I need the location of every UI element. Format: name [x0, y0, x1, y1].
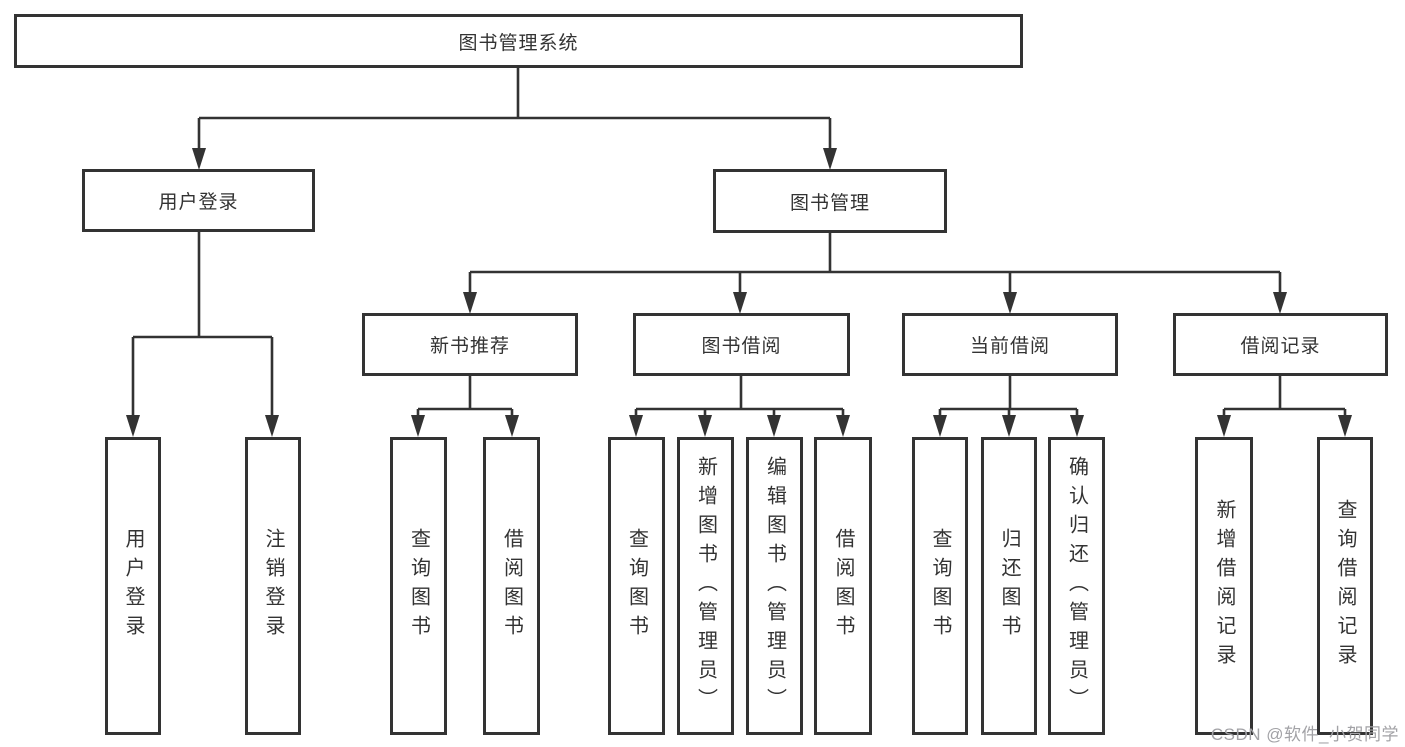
leaf-borrowing-borrow-books-label: 借阅图书 — [832, 528, 854, 644]
leaf-borrowing-query-books: 查询图书 — [608, 437, 665, 735]
arrowhead — [698, 415, 712, 437]
arrowhead — [1217, 415, 1231, 437]
leaf-user-login: 用户登录 — [105, 437, 161, 735]
node-current-borrowing: 当前借阅 — [902, 313, 1118, 376]
leaf-query-borrow-record-label: 查询借阅记录 — [1334, 499, 1356, 673]
arrowhead — [411, 415, 425, 437]
leaf-recommend-query-books: 查询图书 — [390, 437, 447, 735]
node-book-management-label: 图书管理 — [789, 192, 870, 214]
arrowhead — [265, 415, 279, 437]
leaf-borrowing-query-books-label: 查询图书 — [625, 528, 648, 644]
leaf-add-borrow-record-label: 新增借阅记录 — [1213, 499, 1235, 673]
arrowhead — [192, 148, 206, 170]
node-user-login-label: 用户登录 — [158, 192, 239, 213]
leaf-return-books: 归还图书 — [981, 437, 1037, 735]
node-current-borrowing-label: 当前借阅 — [969, 336, 1050, 357]
leaf-logout-login: 注销登录 — [245, 437, 301, 735]
leaf-add-books-admin-label: 新增图书（管理员） — [694, 455, 717, 717]
node-book-borrowing: 图书借阅 — [633, 313, 850, 376]
arrowhead — [823, 148, 837, 170]
arrowheads — [126, 148, 1352, 437]
arrowhead — [1338, 415, 1352, 437]
leaf-recommend-borrow-books: 借阅图书 — [483, 437, 540, 735]
leaf-query-borrow-record: 查询借阅记录 — [1317, 437, 1373, 735]
connector-user-login-to-leaves — [131, 232, 274, 420]
leaf-recommend-borrow-books-label: 借阅图书 — [500, 528, 523, 644]
node-borrowing-records-label: 借阅记录 — [1240, 336, 1321, 357]
connector-book-management-to-level3 — [468, 233, 1282, 296]
leaf-edit-books-admin: 编辑图书（管理员） — [746, 437, 803, 735]
leaf-return-books-label: 归还图书 — [998, 528, 1020, 644]
leaf-borrowing-borrow-books: 借阅图书 — [814, 437, 872, 735]
arrowhead — [505, 415, 519, 437]
node-user-login: 用户登录 — [82, 169, 315, 232]
node-new-book-recommend: 新书推荐 — [362, 313, 578, 376]
leaf-user-login-label: 用户登录 — [122, 528, 144, 644]
node-new-book-recommend-label: 新书推荐 — [429, 336, 510, 357]
connector-borrowing-records-to-leaves — [1222, 376, 1347, 420]
leaf-add-borrow-record: 新增借阅记录 — [1195, 437, 1253, 735]
arrowhead — [463, 292, 477, 314]
connector-root-to-level2 — [197, 68, 832, 152]
arrowhead — [1273, 292, 1287, 314]
connector-book-borrowing-to-leaves — [634, 376, 845, 420]
leaf-logout-login-label: 注销登录 — [262, 528, 284, 644]
arrowhead — [629, 415, 643, 437]
leaf-confirm-return-admin-label: 确认归还（管理员） — [1065, 455, 1088, 717]
connector-new-book-recommend-to-leaves — [416, 376, 514, 420]
node-root: 图书管理系统 — [14, 14, 1023, 68]
node-borrowing-records: 借阅记录 — [1173, 313, 1388, 376]
arrowhead — [933, 415, 947, 437]
leaf-edit-books-admin-label: 编辑图书（管理员） — [763, 455, 786, 717]
arrowhead — [836, 415, 850, 437]
leaf-current-query-books-label: 查询图书 — [929, 528, 951, 644]
arrowhead — [767, 415, 781, 437]
arrowhead — [733, 292, 747, 314]
leaf-recommend-query-books-label: 查询图书 — [407, 528, 430, 644]
node-root-label: 图书管理系统 — [458, 32, 579, 54]
arrowhead — [126, 415, 140, 437]
arrowhead — [1070, 415, 1084, 437]
leaf-confirm-return-admin: 确认归还（管理员） — [1048, 437, 1105, 735]
connector-current-borrowing-to-leaves — [938, 376, 1079, 420]
node-book-borrowing-label: 图书借阅 — [701, 336, 782, 357]
leaf-add-books-admin: 新增图书（管理员） — [677, 437, 734, 735]
arrowhead — [1002, 415, 1016, 437]
leaf-current-query-books: 查询图书 — [912, 437, 968, 735]
node-book-management: 图书管理 — [713, 169, 947, 233]
arrowhead — [1003, 292, 1017, 314]
